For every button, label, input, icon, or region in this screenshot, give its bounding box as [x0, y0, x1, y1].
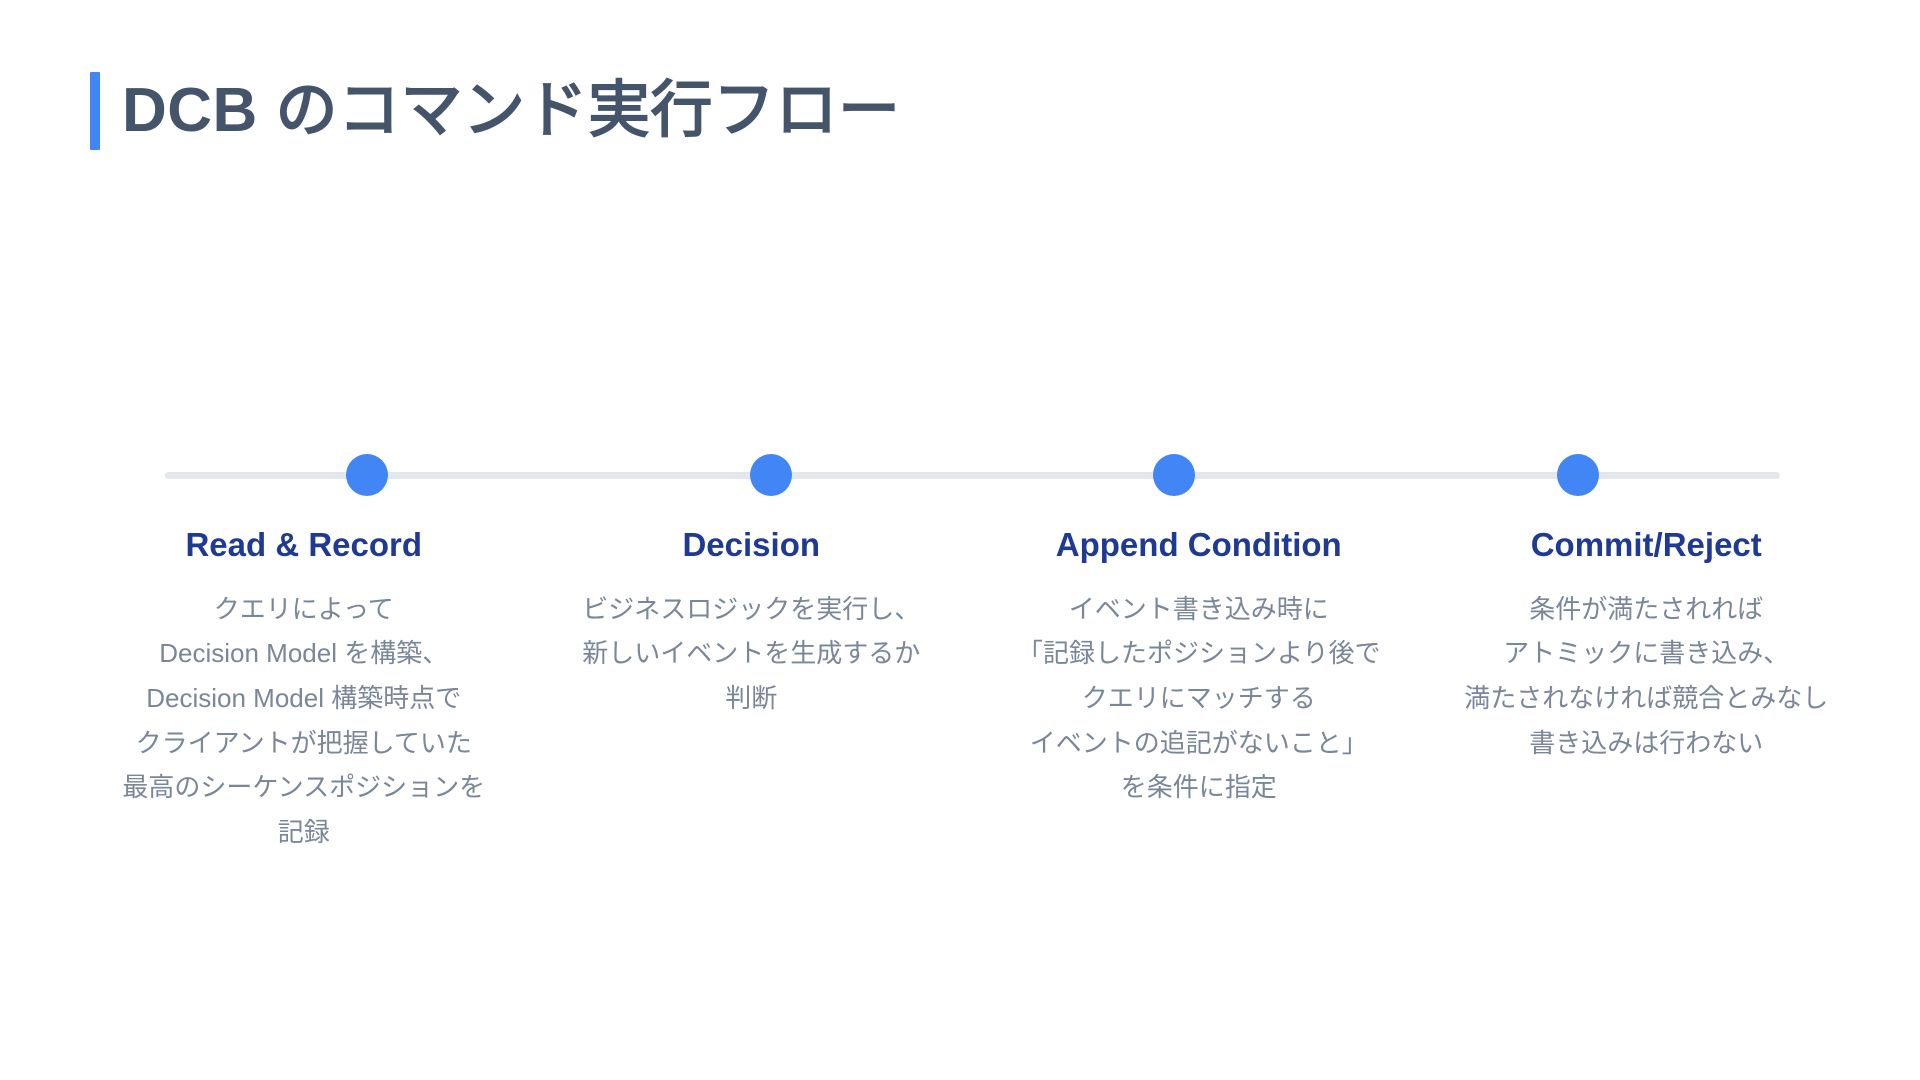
step-item-2: Decision ビジネスロジックを実行し、 新しいイベントを生成するか 判断 — [528, 525, 976, 855]
timeline-dot-icon-2[interactable] — [749, 454, 792, 496]
timeline-dot-icon-3[interactable] — [1153, 454, 1196, 496]
step-item-1: Read & Record クエリによって Decision Model を構築… — [80, 525, 528, 855]
title-accent-bar — [90, 72, 100, 150]
step-title: Decision — [682, 526, 821, 563]
timeline-dot-slot-4 — [1376, 454, 1780, 496]
timeline-dot-icon-4[interactable] — [1557, 454, 1600, 496]
step-item-3: Append Condition イベント書き込み時に 「記録したポジションより… — [975, 525, 1423, 855]
step-title: Append Condition — [1055, 526, 1342, 563]
timeline-track — [165, 472, 1780, 479]
step-list: Read & Record クエリによって Decision Model を構築… — [80, 525, 1870, 855]
step-description: イベント書き込み時に 「記録したポジションより後で クエリにマッチする イベント… — [1017, 593, 1381, 803]
page-title: DCB のコマンド実行フロー — [122, 76, 901, 145]
timeline-dot-icon-1[interactable] — [345, 454, 388, 496]
step-item-4: Commit/Reject 条件が満たされれば アトミックに書き込み、 満たされ… — [1423, 525, 1871, 855]
step-description: ビジネスロジックを実行し、 新しいイベントを生成するか 判断 — [582, 593, 921, 714]
step-title: Commit/Reject — [1530, 526, 1762, 563]
timeline-dot-slot-3 — [973, 454, 1377, 496]
slide-title-row: DCB のコマンド実行フロー — [90, 72, 901, 150]
step-description: 条件が満たされれば アトミックに書き込み、 満たされなければ競合とみなし 書き込… — [1464, 593, 1829, 758]
step-description: クエリによって Decision Model を構築、 Decision Mod… — [122, 593, 486, 848]
timeline-dot-group — [165, 454, 1780, 496]
timeline-dot-slot-1 — [165, 454, 569, 496]
timeline-dot-slot-2 — [569, 454, 973, 496]
timeline — [165, 454, 1780, 496]
step-title: Read & Record — [185, 526, 423, 563]
